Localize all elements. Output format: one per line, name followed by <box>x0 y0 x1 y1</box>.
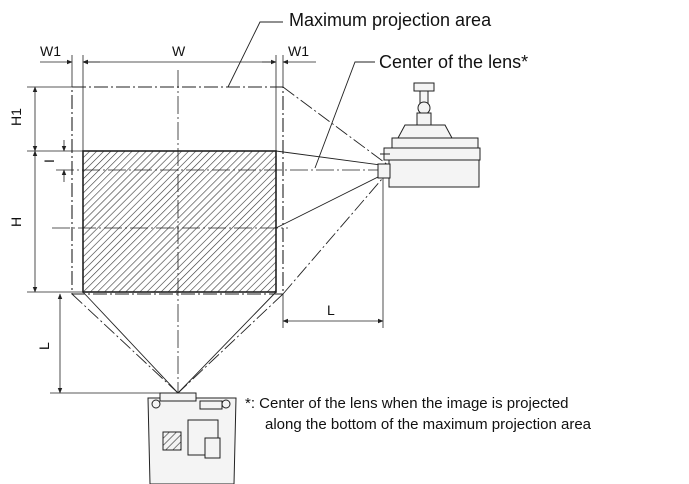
bottom-ray-left-outer <box>71 293 179 394</box>
bottom-ray-right-outer <box>177 293 284 394</box>
l-bottom-label: L <box>36 342 52 350</box>
projected-image <box>82 150 277 293</box>
bottom-ray-right-image <box>177 291 277 394</box>
w1-right-label: W1 <box>288 43 309 59</box>
l-side-label: L <box>327 302 335 318</box>
max-projection-area <box>71 86 284 295</box>
h1-label: H1 <box>8 108 24 126</box>
w-label: W <box>172 43 186 59</box>
footnote-line-2: along the bottom of the maximum projecti… <box>265 416 592 433</box>
bottom-ray-left-image <box>82 291 179 394</box>
side-ray-image-bottom <box>275 171 389 229</box>
footnote-line-1: *: Center of the lens when the image is … <box>245 395 569 412</box>
side-ray-bottom <box>282 171 389 295</box>
projector-side-view <box>377 82 481 188</box>
i-label: I <box>41 159 57 163</box>
max-projection-area-label: Maximum projection area <box>289 10 492 30</box>
projector-top-view <box>147 392 237 484</box>
leader-max-area <box>227 21 283 88</box>
leader-lens-center <box>314 61 375 169</box>
w1-left-label: W1 <box>40 43 61 59</box>
side-ray-top <box>282 86 389 166</box>
h-label: H <box>8 217 24 227</box>
lens-center-label: Center of the lens* <box>379 52 528 72</box>
side-ray-image-top <box>275 150 389 167</box>
